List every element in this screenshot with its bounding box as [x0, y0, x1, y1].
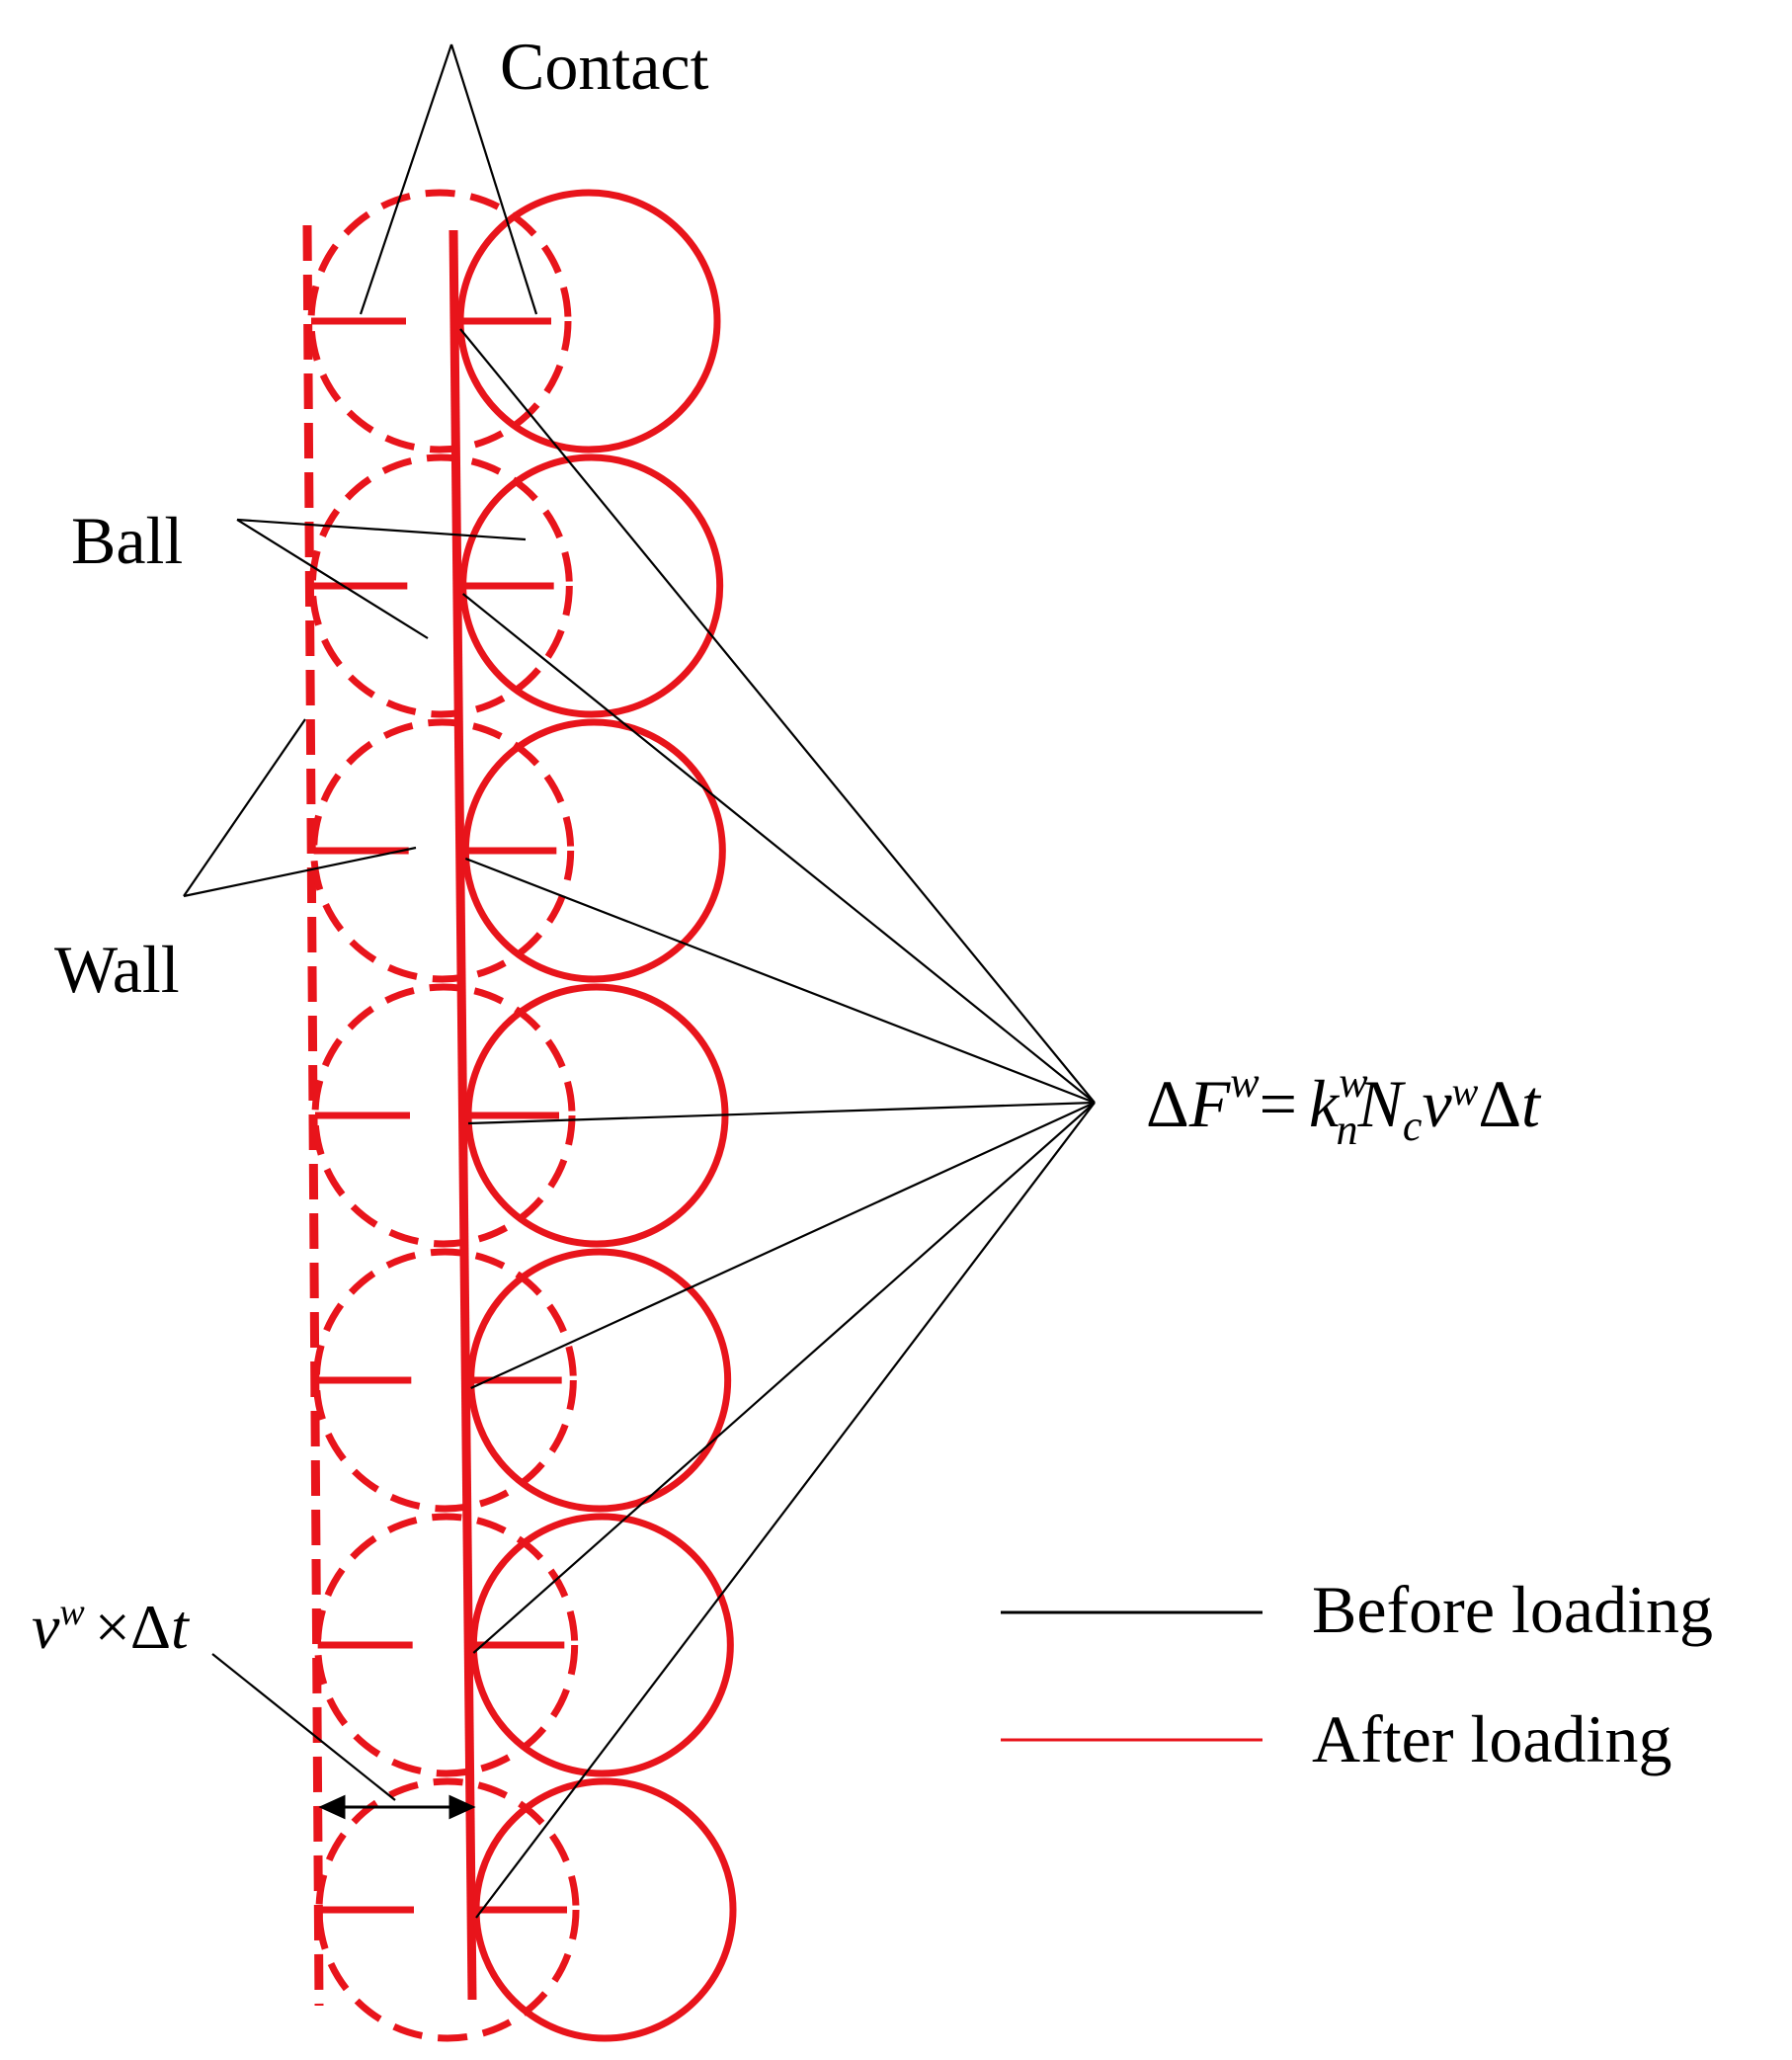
displacement-times: ×: [95, 1592, 130, 1662]
formula-leader-4: [467, 1101, 1096, 1125]
formula-v: v: [1422, 1066, 1452, 1141]
formula-leader-3: [464, 857, 1096, 1105]
formula-leader-1: [459, 328, 1096, 1104]
displacement-v: v: [32, 1592, 60, 1662]
displacement-delta: Δ: [130, 1592, 171, 1662]
ball-before-7: [315, 1777, 580, 2042]
formula-leader-2: [461, 593, 1096, 1104]
formula-v-superscript: w: [1452, 1069, 1479, 1113]
contact-leader-lines: [359, 43, 538, 315]
ball-before-5: [312, 1248, 577, 1513]
formula-k-subscript: n: [1337, 1106, 1358, 1154]
ball-before-1: [307, 189, 572, 453]
formula-leader-lines: [459, 328, 1096, 1919]
formula-t: t: [1521, 1066, 1542, 1141]
contacts-after-loading: [456, 317, 567, 1914]
ball-leader-lines: [236, 518, 527, 639]
ball-before-6: [314, 1513, 579, 1777]
displacement-v-superscript: w: [59, 1592, 85, 1633]
ball-before-3: [310, 718, 575, 983]
wall-before-loading: [302, 224, 324, 2007]
formula-k: k: [1309, 1066, 1341, 1141]
formula-F-superscript: w: [1230, 1058, 1260, 1107]
contact-label: Contact: [500, 29, 709, 104]
formula-delta-2: Δ: [1478, 1066, 1521, 1141]
formula-F: F: [1188, 1066, 1232, 1141]
formula-leader-7: [475, 1102, 1096, 1919]
legend-label-after: After loading: [1312, 1701, 1671, 1776]
formula-leader-6: [472, 1102, 1096, 1654]
ball-before-4: [311, 983, 576, 1248]
ball-before-2: [308, 453, 573, 718]
wall-after-loading: [448, 229, 477, 2001]
formula-leader-5: [470, 1101, 1096, 1390]
formula-N-subscript: c: [1403, 1102, 1423, 1150]
legend: Before loading After loading: [1001, 1572, 1713, 1776]
formula-delta: Δ: [1146, 1066, 1189, 1141]
formula-N: N: [1357, 1066, 1407, 1141]
contacts-before-loading: [311, 317, 414, 1914]
formula-equals: =: [1260, 1066, 1297, 1141]
wall-leader-lines: [183, 718, 417, 898]
displacement-t: t: [171, 1592, 191, 1662]
legend-label-before: Before loading: [1312, 1572, 1713, 1647]
displacement-arrow: [318, 1794, 476, 1820]
ball-label: Ball: [71, 503, 183, 578]
formula-k-superscript: w: [1339, 1058, 1368, 1107]
displacement-label: vw×Δt: [32, 1592, 191, 1662]
balls-before-loading: [307, 189, 580, 2042]
displacement-leader-line: [211, 1653, 396, 1801]
wall-label: Wall: [54, 932, 180, 1007]
